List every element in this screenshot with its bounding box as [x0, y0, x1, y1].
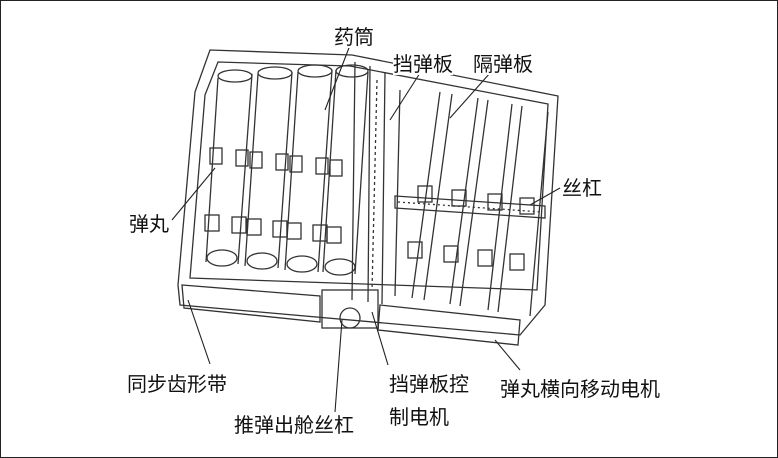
- label-push-screw: 推弹出舱丝杠: [234, 413, 354, 437]
- leader-lateral-motor: [494, 339, 521, 371]
- label-separator: 隔弹板: [473, 52, 533, 76]
- housing-outline: [177, 49, 559, 336]
- leader-push-screw: [334, 319, 343, 413]
- label-lateral-motor: 弹丸横向移动电机: [500, 377, 660, 401]
- leader-baffle-motor: [371, 311, 389, 366]
- label-sync-belt: 同步齿形带: [127, 372, 227, 396]
- leader-leadscrew: [529, 187, 561, 206]
- center-wall: [351, 61, 386, 305]
- center-screw: [371, 79, 378, 291]
- leader-projectile: [171, 167, 216, 221]
- label-leadscrew: 丝杠: [562, 176, 602, 200]
- label-cartridge: 药筒: [334, 25, 374, 49]
- label-baffle-motor-line1: 挡弹板控: [389, 372, 469, 396]
- motor-circle: [339, 307, 361, 329]
- tube-clips: [204, 147, 343, 244]
- leader-baffle: [389, 72, 421, 121]
- leader-separator: [449, 72, 491, 119]
- leader-cartridge: [324, 39, 353, 111]
- housing-inner: [189, 61, 549, 291]
- separator-plates: [394, 89, 549, 317]
- label-baffle: 挡弹板: [393, 52, 453, 76]
- leadscrew-bar: [394, 195, 546, 219]
- leader-sync-belt: [187, 299, 211, 365]
- leadscrew-threads: [397, 201, 543, 213]
- label-projectile: 弹丸: [129, 212, 169, 236]
- base-rail: [181, 284, 321, 323]
- base-rail-right: [377, 304, 521, 346]
- right-clips: [407, 185, 535, 271]
- label-baffle-motor-line2: 制电机: [389, 405, 449, 429]
